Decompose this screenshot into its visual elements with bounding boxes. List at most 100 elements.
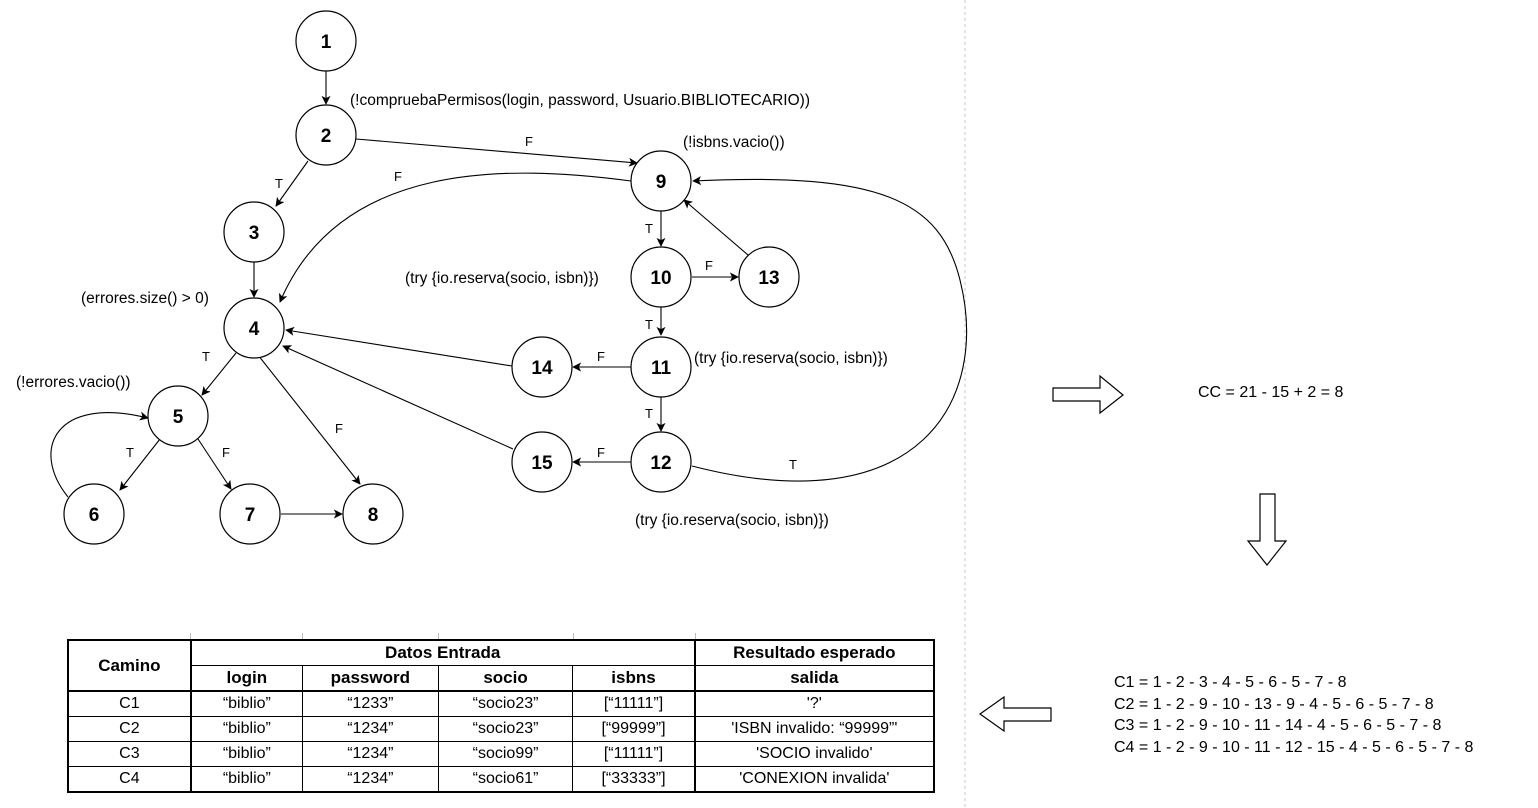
cell-password: “1234” bbox=[301, 716, 439, 742]
node-label: 10 bbox=[650, 268, 671, 289]
edge-2-3 bbox=[275, 160, 309, 207]
left-arrow-icon bbox=[978, 695, 1052, 733]
condition-node-5: (!errores.vacio()) bbox=[16, 374, 131, 391]
node-3: 3 bbox=[223, 201, 285, 263]
edge-12-9 bbox=[691, 176, 968, 482]
node-10: 10 bbox=[630, 246, 692, 308]
condition-node-9: (!isbns.vacio()) bbox=[683, 134, 785, 151]
table-guide-tick bbox=[302, 633, 303, 639]
node-13: 13 bbox=[738, 246, 800, 308]
right-arrow-icon bbox=[1052, 374, 1124, 415]
condition-node-4: (errores.size() > 0) bbox=[81, 290, 209, 307]
path-item: C1 = 1 - 2 - 3 - 4 - 5 - 6 - 5 - 7 - 8 bbox=[1114, 674, 1347, 691]
node-label: 14 bbox=[531, 358, 553, 379]
cell-isbns: [“99999”] bbox=[572, 716, 696, 742]
header-password: password bbox=[301, 665, 439, 692]
table-subheader-row: login password socio isbns salida bbox=[68, 665, 936, 692]
edge-9-4 bbox=[279, 172, 632, 303]
table-header-row: Camino Datos Entrada Resultado esperado bbox=[67, 639, 936, 692]
node-8: 8 bbox=[342, 483, 404, 545]
table-guide-tick bbox=[438, 633, 439, 639]
node-9: 9 bbox=[630, 150, 692, 212]
condition-node-11: (try {io.reserva(socio, isbn)}) bbox=[694, 350, 888, 367]
edge-14-4 bbox=[285, 326, 513, 367]
edge-label-11-12: T bbox=[645, 406, 653, 421]
node-7: 7 bbox=[219, 483, 281, 545]
node-label: 15 bbox=[531, 453, 553, 474]
edge-5-7 bbox=[197, 438, 232, 490]
cell-camino: C2 bbox=[67, 716, 192, 742]
path-item: C4 = 1 - 2 - 9 - 10 - 11 - 12 - 15 - 4 -… bbox=[1114, 738, 1474, 756]
conditions: (!compruebaPermisos(login, password, Usu… bbox=[16, 92, 888, 529]
cell-socio: “socio23” bbox=[437, 716, 574, 742]
cell-password: “1233” bbox=[301, 690, 439, 717]
table-row: C4 “biblio” “1234” “socio61” [“33333”] '… bbox=[67, 766, 936, 793]
node-label: 12 bbox=[650, 453, 671, 474]
cell-login: “biblio” bbox=[190, 741, 303, 767]
test-cases-table: Camino Datos Entrada Resultado esperado … bbox=[67, 639, 936, 793]
header-datos-entrada: Datos Entrada bbox=[190, 639, 696, 666]
header-isbns: isbns bbox=[572, 665, 696, 692]
header-socio: socio bbox=[437, 665, 574, 692]
nodes: 1 2 3 4 5 6 7 8 9 10 11 12 13 14 15 bbox=[63, 10, 800, 545]
header-camino: Camino bbox=[67, 639, 192, 692]
edge-label-10-13: F bbox=[705, 258, 713, 273]
node-2: 2 bbox=[295, 104, 357, 166]
cell-login: “biblio” bbox=[190, 690, 303, 717]
paths-list: C1 = 1 - 2 - 3 - 4 - 5 - 6 - 5 - 7 - 8 C… bbox=[1114, 672, 1473, 758]
edge-4-5 bbox=[201, 352, 237, 396]
cell-login: “biblio” bbox=[190, 766, 303, 793]
node-label: 4 bbox=[249, 319, 260, 340]
edge-label-12-15: F bbox=[597, 445, 605, 460]
edge-label-11-14: F bbox=[597, 349, 605, 364]
edge-labels: F T F T F T T F F T T F F T bbox=[126, 134, 797, 472]
table-guide-tick bbox=[695, 633, 696, 639]
cell-camino: C3 bbox=[67, 741, 192, 767]
down-arrow-icon bbox=[1246, 493, 1288, 566]
edge-4-8 bbox=[257, 354, 361, 485]
edge-2-9 bbox=[355, 138, 638, 167]
table-guide-tick bbox=[190, 633, 191, 639]
node-label: 9 bbox=[656, 172, 667, 193]
edge-label-12-9: T bbox=[789, 457, 797, 472]
node-15: 15 bbox=[511, 431, 573, 493]
node-label: 5 bbox=[173, 407, 184, 428]
edge-label-5-7: F bbox=[222, 445, 230, 460]
path-item: C2 = 1 - 2 - 9 - 10 - 13 - 9 - 4 - 5 - 6… bbox=[1114, 695, 1434, 713]
cell-salida: '?' bbox=[694, 690, 936, 717]
cell-password: “1234” bbox=[301, 766, 439, 793]
cell-salida: 'ISBN invalido: “99999”' bbox=[694, 716, 936, 742]
condition-node-12: (try {io.reserva(socio, isbn)}) bbox=[635, 512, 829, 529]
node-label: 1 bbox=[321, 32, 332, 53]
node-label: 7 bbox=[245, 505, 256, 526]
node-label: 6 bbox=[89, 505, 100, 526]
cell-camino: C4 bbox=[67, 766, 192, 793]
cell-isbns: [“11111”] bbox=[572, 741, 696, 767]
node-label: 13 bbox=[758, 268, 779, 289]
header-login: login bbox=[190, 665, 303, 692]
node-label: 8 bbox=[368, 505, 379, 526]
edge-label-5-6: T bbox=[126, 445, 134, 460]
node-4: 4 bbox=[223, 297, 285, 359]
header-resultado: Resultado esperado bbox=[694, 639, 936, 666]
table-row: C2 “biblio” “1234” “socio23” [“99999”] '… bbox=[67, 716, 936, 742]
table-row: C1 “biblio” “1233” “socio23” [“11111”] '… bbox=[67, 690, 936, 717]
node-12: 12 bbox=[630, 431, 692, 493]
edge-label-9-4: F bbox=[394, 169, 402, 184]
table-guide-tick bbox=[573, 633, 574, 639]
edge-label-4-5: T bbox=[202, 349, 210, 364]
edge-label-2-3: T bbox=[275, 176, 283, 191]
edge-label-10-11: T bbox=[645, 317, 653, 332]
node-label: 2 bbox=[321, 126, 332, 147]
node-14: 14 bbox=[511, 336, 573, 398]
edge-label-4-8: F bbox=[335, 421, 343, 436]
cell-isbns: [“11111”] bbox=[572, 690, 696, 717]
cyclomatic-complexity: CC = 21 - 15 + 2 = 8 bbox=[1198, 384, 1344, 401]
edge-5-6 bbox=[119, 438, 161, 491]
edge-label-2-9: F bbox=[525, 134, 533, 149]
node-5: 5 bbox=[147, 385, 209, 447]
node-6: 6 bbox=[63, 483, 125, 545]
condition-node-10: (try {io.reserva(socio, isbn)}) bbox=[405, 270, 599, 287]
edge-13-9 bbox=[683, 199, 749, 256]
